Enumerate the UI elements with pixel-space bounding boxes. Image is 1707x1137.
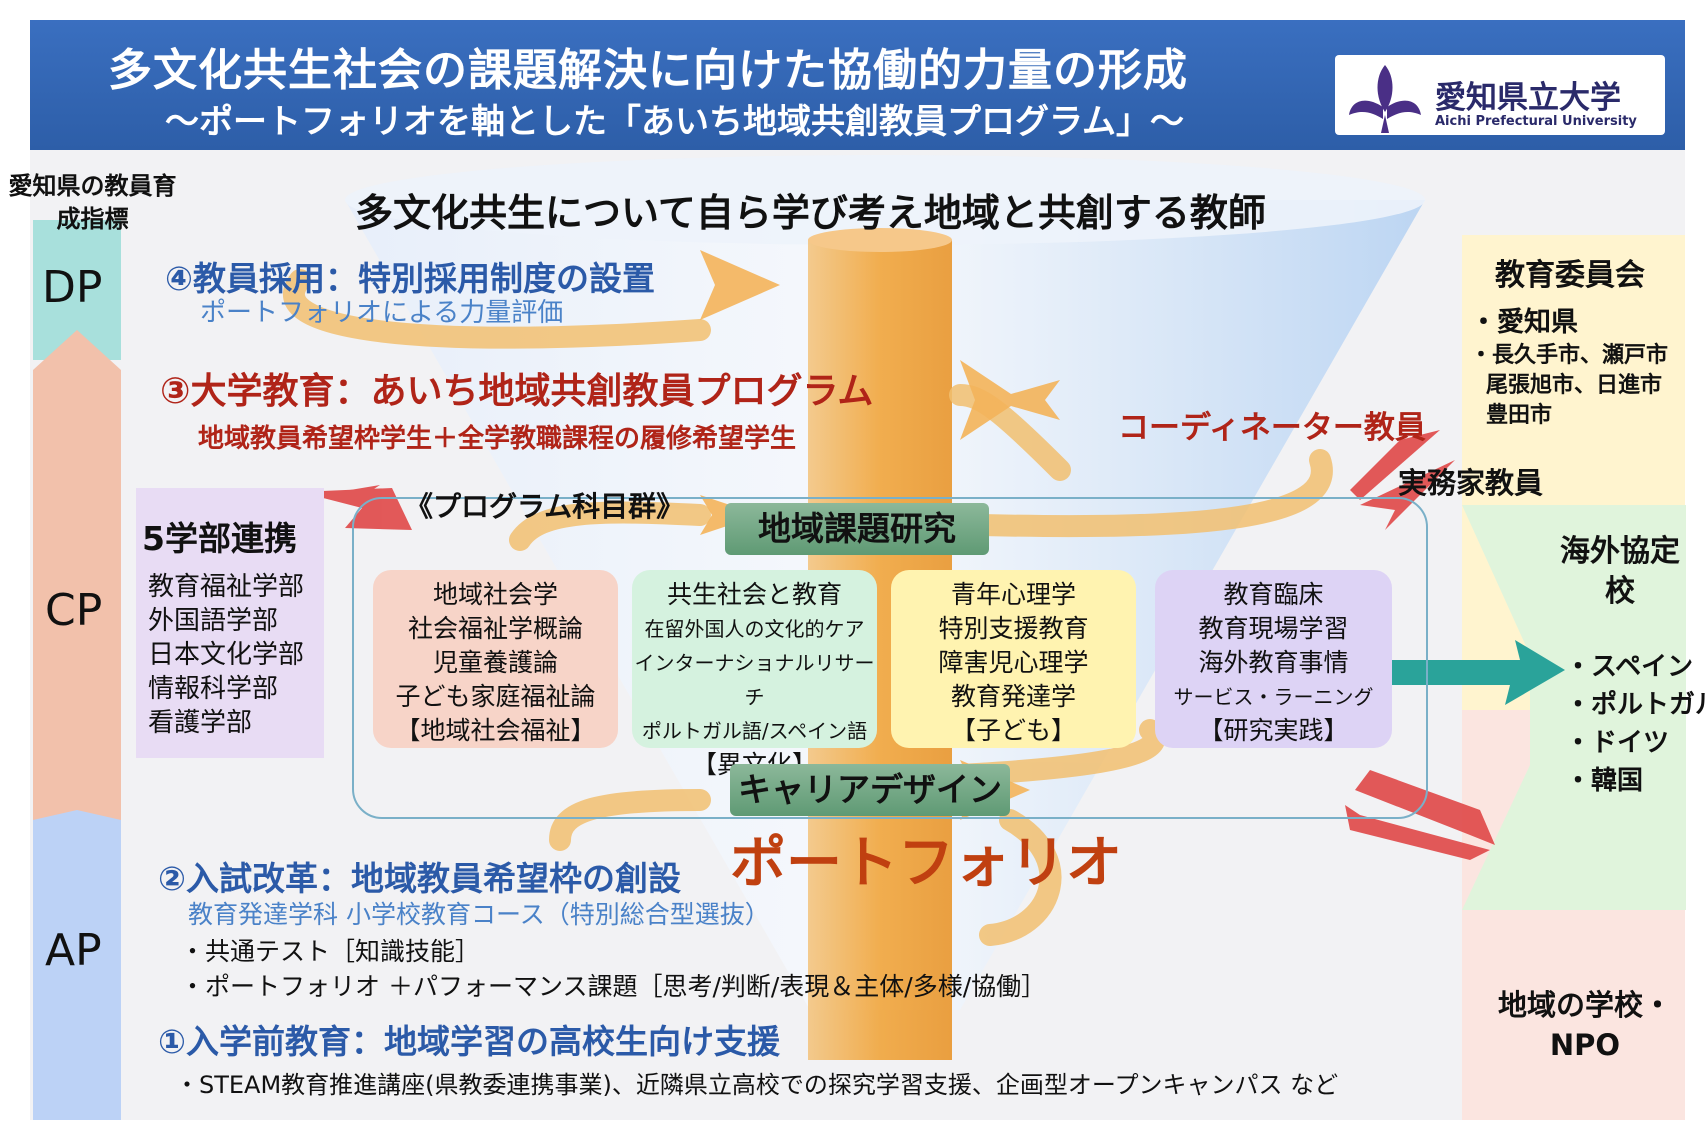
coordinator-label: コーディネーター教員 [1118,410,1426,446]
iris-logo-icon [1349,65,1421,133]
overseas-item: ・ポルトガル [1565,690,1707,720]
category-card-social-welfare: 地域社会学 社会福祉学概論 児童養護論 子ども家庭福祉論 【地域社会福祉】 [373,570,618,748]
logo-text-en: Aichi Prefectural University [1435,114,1637,129]
goal-text: 多文化共生について自ら学び考え地域と共創する教師 [355,191,1266,235]
step3-title: ③大学教育：あいち地域共創教員プログラム [160,371,874,412]
overseas-item: ・ドイツ [1565,728,1670,758]
stage-dp: DP [42,262,103,313]
board-item: 尾張旭市、日進市 [1486,373,1663,398]
category-line: 【子ども】 [950,716,1076,745]
step4-sub: ポートフォリオによる力量評価 [200,298,564,328]
board-item: ・愛知県 [1470,307,1578,338]
board-item: ・長久手市、瀬戸市 [1470,343,1669,368]
overseas-title: 海外協定校 [1560,534,1680,609]
overseas-item: ・韓国 [1565,766,1644,796]
overseas-list: ・スペイン ・ポルトガル ・ドイツ ・韓国 [1565,648,1707,800]
step1-title: ①入学前教育：地域学習の高校生向け支援 [158,1022,780,1061]
category-line: 【地域社会福祉】 [395,716,596,745]
stage-ap: AP [45,925,102,976]
research-bar: 地域課題研究 [725,503,989,555]
category-line: 教育現場学習 [1198,614,1349,643]
category-line: 海外教育事情 [1198,648,1349,677]
category-line: インターナショナルリサーチ [634,651,875,709]
program-frame [352,497,1428,819]
step3-sub: 地域教員希望枠学生＋全学教職課程の履修希望学生 [198,424,797,454]
board-title: 教育委員会 [1495,258,1645,293]
category-card-research-practice: 教育臨床 教育現場学習 海外教育事情 サービス・ラーニング 【研究実践】 [1155,570,1392,748]
portfolio-label: ポートフォリオ [730,831,1122,896]
step4-title: ④教員採用：特別採用制度の設置 [165,259,655,298]
local-title: 地域の学校・NPO [1497,988,1672,1062]
faculty-item: 情報科学部 [148,674,279,704]
board-list: ・愛知県 ・長久手市、瀬戸市 尾張旭市、日進市 豊田市 [1470,305,1668,431]
program-label: 《プログラム科目群》 [405,490,685,523]
category-line: 児童養護論 [432,648,558,677]
category-line: 教育発達学 [950,682,1076,711]
step2-sub: 教育発達学科 小学校教育コース（特別総合型選抜） [188,900,770,929]
category-line: 子ども家庭福祉論 [395,682,596,711]
category-line: 共生社会と教育 [666,580,842,609]
overseas-panel [1462,505,1686,910]
practitioner-label: 実務家教員 [1398,466,1544,500]
step1-sub: ・STEAM教育推進講座(県教委連携事業)、近隣県立高校での探究学習支援、企画型… [175,1071,1339,1099]
category-line: 障害児心理学 [938,648,1089,677]
category-line: 地域社会学 [432,580,558,609]
career-bar: キャリアデザイン [730,764,1010,816]
category-line: 青年心理学 [950,580,1076,609]
category-line: 在留外国人の文化的ケア [644,617,865,641]
axis-title: 愛知県の教員育成指標 [8,172,177,233]
category-line: ポルトガル語/スペイン語 [641,719,868,743]
page-title: 多文化共生社会の課題解決に向けた協働的力量の形成 [108,45,1188,96]
step2-bullet: ・共通テスト［知識技能］ [180,937,481,966]
category-line: 教育臨床 [1223,580,1324,609]
step2-bullet: ・ポートフォリオ ＋パフォーマンス課題［思考/判断/表現＆主体/多様/協働］ [180,972,1047,1001]
faculty-item: 看護学部 [148,708,253,738]
step2-title: ②入試改革：地域教員希望枠の創設 [158,859,681,898]
faculty-box [136,488,324,758]
page-subtitle: 〜ポートフォリオを軸とした「あいち地域共創教員プログラム」〜 [165,102,1184,142]
faculty-item: 日本文化学部 [148,640,305,670]
board-item: 豊田市 [1486,403,1553,428]
overseas-item: ・スペイン [1565,652,1694,682]
faculty-item: 教育福祉学部 [148,572,305,602]
logo-text: 愛知県立大学 [1435,80,1621,116]
faculty-item: 外国語学部 [148,606,279,636]
faculty-list: 教育福祉学部 外国語学部 日本文化学部 情報科学部 看護学部 [148,570,304,740]
category-line: 社会福祉学概論 [407,614,583,643]
stage-cp: CP [45,585,103,636]
category-card-intercultural: 共生社会と教育 在留外国人の文化的ケア インターナショナルリサーチ ポルトガル語… [632,570,877,779]
category-line: サービス・ラーニング [1173,685,1374,709]
development-axis [33,220,121,1120]
faculty-title: 5学部連携 [142,519,297,558]
category-line: 【研究実践】 [1198,716,1349,745]
category-card-children: 青年心理学 特別支援教育 障害児心理学 教育発達学 【子ども】 [891,570,1136,748]
category-line: 特別支援教育 [938,614,1089,643]
